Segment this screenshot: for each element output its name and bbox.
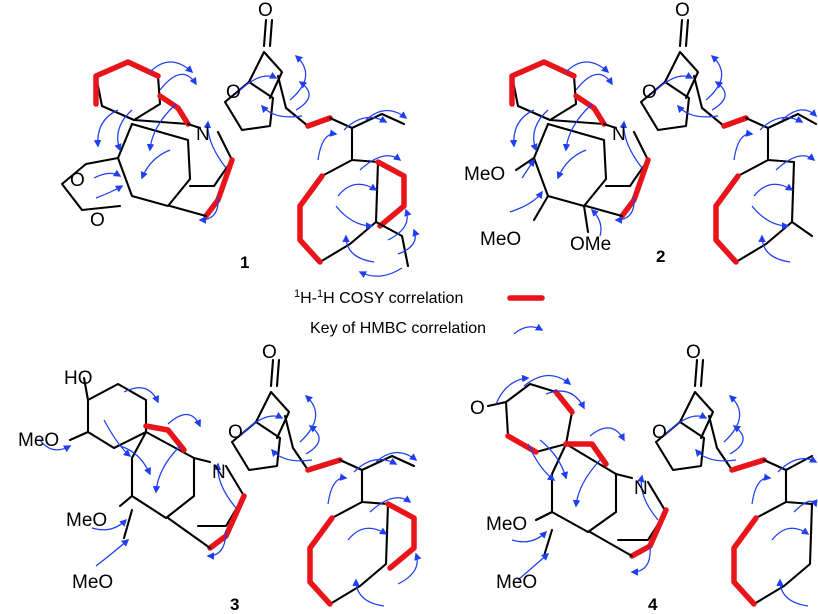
hmbc-correlations [39, 54, 818, 607]
c4-carbonyl-o: O [686, 342, 701, 363]
c2-lactone-o: O [642, 82, 657, 103]
c1-lactone-o: O [226, 82, 241, 103]
c2-meo-2: MeO [480, 229, 521, 250]
c4-label: 4 [648, 595, 658, 614]
compound-2 [509, 18, 818, 265]
legend: 1H-1H COSY correlation Key of HMBC corre… [294, 288, 545, 337]
legend-hmbc-text: Key of HMBC correlation [310, 320, 486, 337]
c4-n: N [634, 478, 648, 499]
compound-4 [486, 358, 814, 607]
c3-carbonyl-o: O [262, 342, 277, 363]
c4-meo-1: MeO [486, 514, 527, 535]
c1-o-lower: O [90, 210, 105, 231]
c2-n: N [612, 124, 626, 145]
c2-meo-1: MeO [464, 164, 505, 185]
compound-3 [68, 358, 417, 607]
c3-meo-2: MeO [72, 572, 113, 593]
c2-carbonyl-o: O [675, 0, 690, 21]
c1-o-upper: O [70, 170, 85, 191]
c4-ketone-o: O [470, 398, 485, 419]
c1-n: N [196, 124, 210, 145]
c3-meo-0: MeO [18, 430, 59, 451]
c3-ho: HO [64, 368, 93, 389]
legend-hmbc-arrow [513, 323, 544, 335]
compound-1 [60, 18, 410, 268]
c3-lactone-o: O [228, 422, 243, 443]
c2-label: 2 [656, 247, 665, 266]
c3-label: 3 [230, 595, 239, 614]
c1-label: 1 [240, 253, 249, 272]
c4-lactone-o: O [652, 422, 667, 443]
c3-n: N [212, 462, 226, 483]
c3-meo-1: MeO [66, 510, 107, 531]
c1-carbonyl-o: O [258, 0, 273, 21]
legend-cosy-text: 1H-1H COSY correlation [294, 288, 463, 307]
c2-ome-3: OMe [570, 234, 611, 255]
c4-meo-2: MeO [496, 572, 537, 593]
